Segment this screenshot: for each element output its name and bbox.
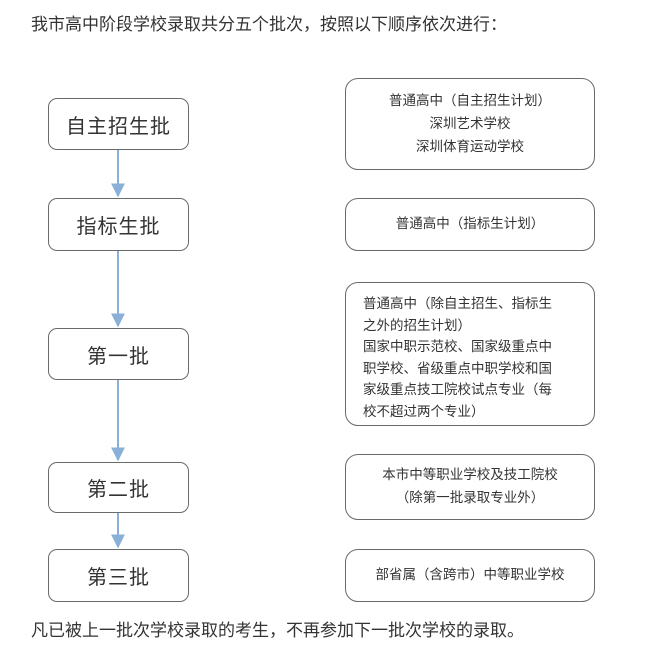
- description-line: 职学校、省级重点中职学校和国: [363, 360, 552, 377]
- description-line: 深圳体育运动学校: [416, 138, 524, 155]
- description-line: 普通高中（指标生计划）: [395, 216, 545, 232]
- outro-text: 凡已被上一批次学校录取的考生，不再参加下一批次学校的录取。: [31, 621, 524, 641]
- description-line: 之外的招生计划）: [363, 317, 471, 334]
- description-box-second: 本市中等职业学校及技工院校 （除第一批录取专业外）: [345, 454, 595, 520]
- batch-label: 第三批: [87, 565, 150, 589]
- description-box-third: 部省属（含跨市）中等职业学校: [345, 549, 595, 602]
- description-line: 家级重点技工院校试点专业（每: [363, 382, 552, 398]
- description-box-first: 普通高中（除自主招生、指标生 之外的招生计划） 国家中职示范校、国家级重点中 职…: [345, 282, 595, 426]
- description-line: 普通高中（自主招生计划）: [389, 92, 551, 109]
- description-line: 普通高中（除自主招生、指标生: [363, 296, 552, 312]
- intro-text: 我市高中阶段学校录取共分五个批次，按照以下顺序依次进行：: [31, 15, 507, 35]
- description-line: 本市中等职业学校及技工院校: [382, 467, 558, 483]
- description-line: 国家中职示范校、国家级重点中: [363, 339, 552, 355]
- description-box-autonomous: 普通高中（自主招生计划） 深圳艺术学校 深圳体育运动学校: [345, 78, 595, 170]
- batch-box-third: 第三批: [48, 549, 189, 602]
- batch-box-second: 第二批: [48, 462, 189, 513]
- batch-box-quota: 指标生批: [48, 198, 189, 251]
- batch-label: 指标生批: [76, 214, 161, 238]
- description-line: （除第一批录取专业外）: [395, 490, 545, 506]
- batch-label: 第二批: [87, 477, 150, 501]
- batch-label: 第一批: [87, 343, 150, 368]
- batch-box-autonomous: 自主招生批: [48, 98, 189, 150]
- description-line: 校不超过两个专业）: [363, 403, 485, 420]
- batch-label: 自主招生批: [66, 113, 171, 138]
- description-line: 深圳艺术学校: [429, 115, 511, 132]
- batch-box-first: 第一批: [48, 328, 189, 380]
- description-box-quota: 普通高中（指标生计划）: [345, 198, 595, 251]
- description-line: 部省属（含跨市）中等职业学校: [375, 567, 565, 583]
